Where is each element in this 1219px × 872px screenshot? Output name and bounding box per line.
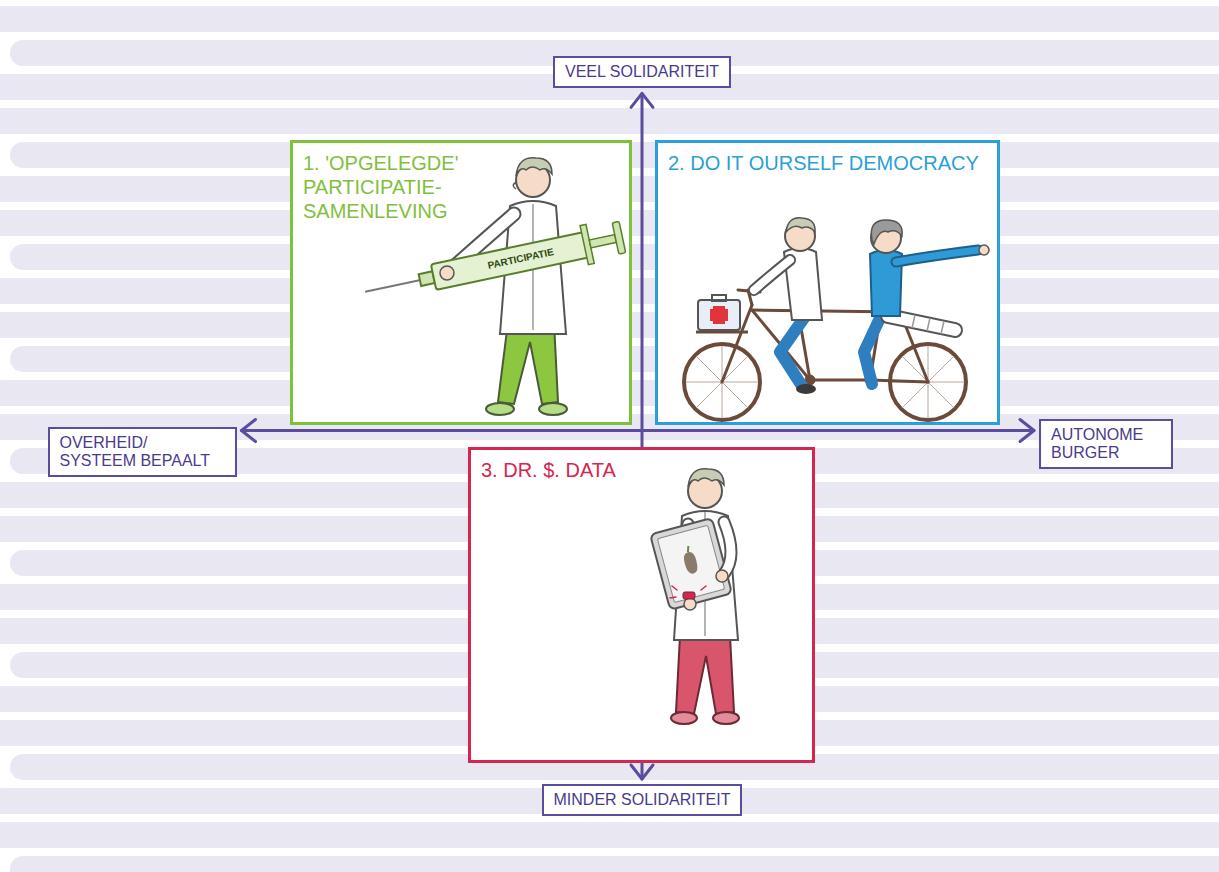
scenario-box: 2. DO IT OURSELF DEMOCRACY [655,140,1000,425]
axis-label: MINDER SOLIDARITEIT [554,791,731,809]
patient-rider [871,220,902,244]
doctor-rider [754,260,790,290]
syringe [589,235,616,248]
doctor-tablet-figure [701,586,706,590]
axis-label: AUTONOME BURGER [1051,426,1161,463]
scenario-title: 2. DO IT OURSELF DEMOCRACY [658,143,990,175]
axis-label: VEEL SOLIDARITEIT [565,63,719,81]
background-stripe [0,6,1219,32]
scenario-title: 3. DR. $. DATA [471,450,803,482]
doctor-tablet-figure [716,570,728,582]
background-stripe [0,108,1219,134]
axis-label-box: OVERHEID/ SYSTEEM BEPAALT [48,427,237,478]
doctor-rider [754,260,790,290]
patient-rider [979,245,989,255]
medical-kit [710,309,728,321]
doctor-tablet-figure [670,597,676,598]
doctor-tablet-figure [671,712,697,724]
medical-kit [712,295,726,301]
patient-rider [864,220,989,384]
doctor-rider [786,218,815,232]
doctor-rider [796,384,816,394]
doctor-tablet-figure [686,546,689,552]
syringe [365,280,422,292]
patient-rider [912,315,915,328]
background-stripe [10,856,1219,872]
box-fills [290,140,1000,763]
doctor-tablet-figure [672,586,677,590]
doctor-tablet-figure [724,522,731,574]
doctor-tablet-figure [713,712,739,724]
patient-rider [912,315,944,334]
doctor-tablet-figure [682,551,699,575]
scenario-box: 3. DR. $. DATA [468,447,815,763]
patient-rider [864,318,880,384]
axis-label-box: AUTONOME BURGER [1039,419,1173,470]
syringe-label: PARTICIPATIE [486,246,554,271]
doctor-tablet-figure [657,525,724,602]
medical-kit [698,300,740,330]
axis-label-box: VEEL SOLIDARITEIT [553,56,731,88]
box-fill [468,447,815,763]
patient-rider [896,250,978,262]
doctor-rider [754,218,822,394]
scenario-box: 1. 'OPGELEGDE' PARTICIPATIE- SAMENLEVING [290,140,632,425]
medical-kit [698,295,740,330]
scenario-title: 1. 'OPGELEGDE' PARTICIPATIE- SAMENLEVING [293,143,498,223]
box-fill [290,140,632,425]
doctor-figure [486,403,514,415]
doctor-figure [516,158,552,176]
arrow-head [631,765,653,779]
patient-rider [927,318,930,331]
tandem-bicycle [684,290,966,420]
doctor-tablet-figure [683,592,695,599]
doctor-tablet-figure [670,586,706,598]
doctor-figure [513,182,517,189]
doctor-rider [780,318,804,386]
doctor-figure [448,158,567,415]
doctor-tablet-figure [724,522,731,574]
doctor-tablet-figure [650,518,732,610]
patient-rider [896,250,978,262]
axis-label-box: MINDER SOLIDARITEIT [542,784,743,816]
patient-rider [888,316,955,330]
hand [440,266,454,280]
axis-label: OVERHEID/ SYSTEEM BEPAALT [60,434,225,471]
doctor-tablet-figure [688,469,724,487]
tandem-bicycle [686,346,964,418]
patient-rider [888,316,955,330]
arrow-head [631,93,653,107]
syringe [612,221,626,254]
doctor-tablet-figure [676,636,734,714]
tandem-bicycle [870,380,928,382]
doctor-figure [539,403,567,415]
syringe [431,232,589,290]
arrow-head [1020,420,1034,442]
tandem-bicycle [810,379,870,382]
doctor-tablet-figure [650,469,739,724]
doctor-tablet-figure [684,598,696,610]
axis-line [242,429,1035,432]
patient-rider [941,321,944,334]
background-stripe [0,822,1219,848]
doctor-tablet-figure [650,518,732,610]
arrow-head [242,420,256,442]
box-fill [655,140,1000,425]
syringe [361,217,627,311]
